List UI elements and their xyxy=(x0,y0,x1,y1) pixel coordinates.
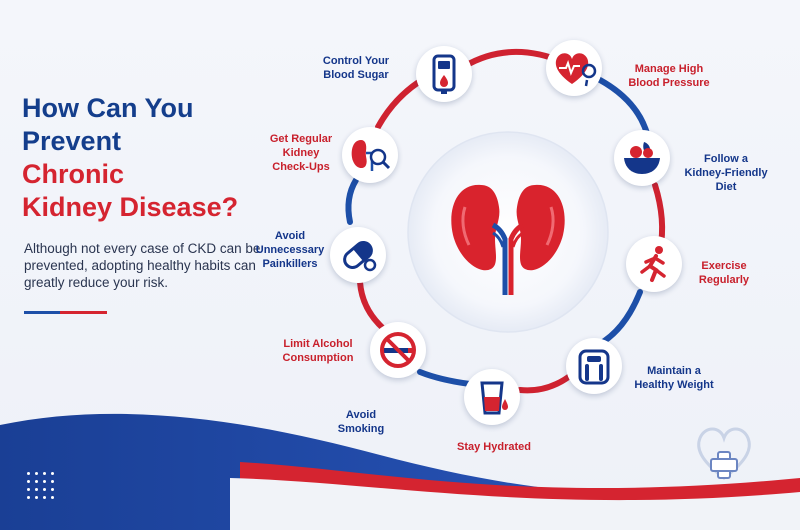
step-label-weight: Maintain a Healthy Weight xyxy=(634,365,714,391)
page-title: How Can You Prevent Chronic Kidney Disea… xyxy=(22,92,272,224)
step-label-check-ups: Get Regular Kidney Check-Ups xyxy=(269,133,333,173)
intro-text: Although not every case of CKD can be pr… xyxy=(24,241,261,290)
step-label-alcohol: Limit Alcohol Consumption xyxy=(282,338,354,364)
salad-bowl-icon xyxy=(614,130,670,186)
title-line-4: Kidney Disease? xyxy=(22,192,239,222)
step-label-exercise: Exercise Regularly xyxy=(698,260,750,286)
glucose-meter-icon xyxy=(416,46,472,102)
no-smoking-icon xyxy=(370,322,426,378)
kidneys-icon xyxy=(451,184,565,295)
heart-plus-icon xyxy=(697,427,751,480)
kidney-magnifier-icon xyxy=(342,127,398,183)
step-label-smoking: Avoid Smoking xyxy=(337,409,385,435)
dot-grid-decoration xyxy=(27,472,54,500)
running-person-icon xyxy=(626,236,682,292)
title-line-3: Chronic xyxy=(22,159,125,189)
step-label-hydrated: Stay Hydrated xyxy=(457,441,531,453)
water-glass-icon xyxy=(464,369,520,425)
step-label-blood-sugar: Control Your Blood Sugar xyxy=(322,55,390,81)
title-line-2: Prevent xyxy=(22,126,122,156)
step-label-blood-pressure: Manage High Blood Pressure xyxy=(628,63,710,89)
step-label-painkillers: Avoid Unnecessary Painkillers xyxy=(255,230,325,270)
title-line-1: How Can You xyxy=(22,93,194,123)
ring-seg-8 xyxy=(345,177,359,225)
center-glow xyxy=(407,131,609,333)
step-label-diet: Follow a Kidney-Friendly Diet xyxy=(684,153,768,193)
pill-capsule-icon xyxy=(330,227,386,283)
wave-white xyxy=(230,478,800,530)
title-underline-red xyxy=(60,311,107,314)
weight-scale-icon xyxy=(566,338,622,394)
ring-seg-6 xyxy=(417,369,473,387)
blood-pressure-heart-icon xyxy=(546,40,602,96)
